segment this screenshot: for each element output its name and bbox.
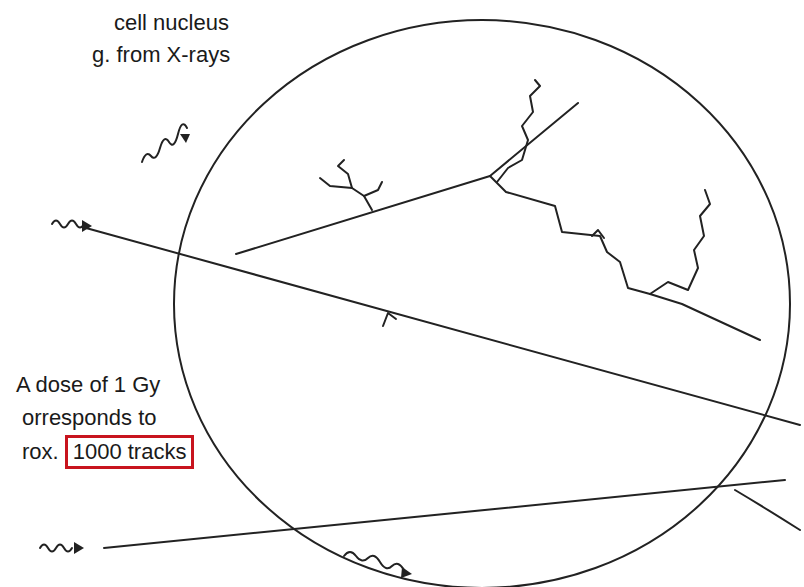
highlighted-count: 1000 tracks (73, 439, 187, 465)
electron-track (735, 490, 800, 530)
electron-track (236, 176, 490, 254)
delta-ray (592, 230, 604, 238)
arrow-head (401, 567, 412, 578)
note-text: cell nucleus (112, 10, 231, 36)
photon-wave (40, 545, 72, 552)
note-text: orresponds to (20, 405, 159, 431)
cell-nucleus-outline (174, 20, 790, 587)
delta-ray (383, 313, 396, 326)
highlight-box: 1000 tracks (65, 435, 195, 469)
delta-ray (364, 182, 382, 196)
photon-wave (52, 221, 84, 228)
electron-track (497, 80, 540, 182)
note-text: g. from X-rays (90, 42, 232, 68)
arrow-head (82, 220, 92, 232)
note-text: rox. (20, 439, 61, 465)
arrow-head (180, 134, 190, 143)
electron-track (490, 176, 710, 294)
electron-track (490, 103, 578, 176)
delta-ray (338, 160, 372, 210)
electron-track (650, 294, 760, 340)
delta-ray (320, 178, 352, 188)
photon-track (86, 228, 800, 425)
arrow-head (74, 542, 84, 554)
note-text: A dose of 1 Gy (14, 372, 162, 398)
photon-track (104, 480, 785, 548)
scattered-photon (344, 552, 404, 570)
scattered-photon (142, 124, 187, 162)
